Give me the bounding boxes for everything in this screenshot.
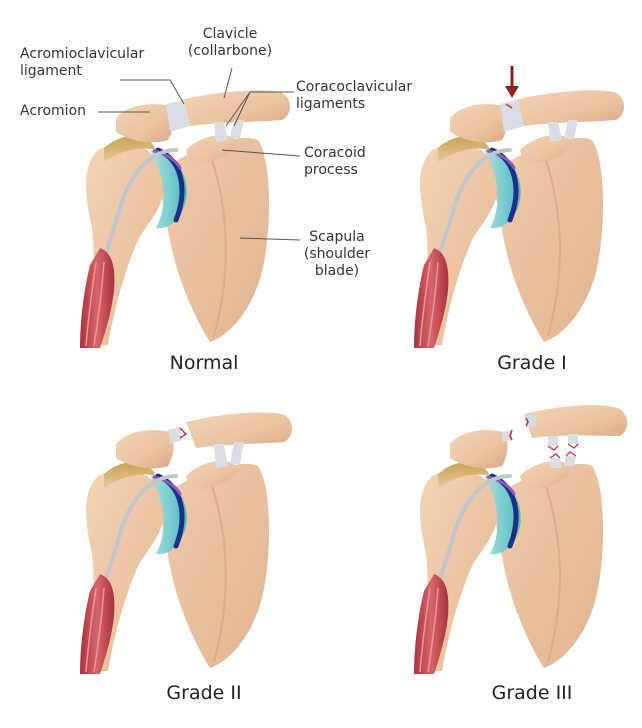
label-coracoclavicular-ligaments: Coracoclavicular ligaments: [296, 79, 413, 112]
caption-grade-1: Grade I: [497, 352, 567, 374]
acromioclavicular-ligament: [166, 100, 190, 132]
coracoclavicular-ligaments: [214, 442, 244, 468]
caption-grade-3: Grade III: [491, 682, 573, 704]
coracoclavicular-ligaments-ruptured: [548, 434, 578, 468]
clavicle: [186, 412, 293, 448]
clavicle: [524, 405, 628, 438]
panel-normal: [80, 90, 291, 348]
leader-ac-ligament: [120, 79, 185, 105]
clavicle: [180, 90, 291, 126]
injury-arrow: [505, 66, 519, 98]
acromioclavicular-ligament-torn: [168, 426, 182, 444]
panel-grade-1: [414, 66, 625, 348]
leader-lines: [98, 67, 301, 241]
leader-clavicle: [223, 67, 233, 99]
leader-coracoid: [221, 149, 301, 157]
acromioclavicular-ligament: [500, 100, 524, 132]
caption-grade-2: Grade II: [166, 682, 242, 704]
label-clavicle: Clavicle (collarbone): [187, 26, 273, 59]
label-scapula: Scapula (shoulder blade): [303, 229, 371, 279]
leader-scapula: [239, 237, 301, 241]
panel-grade-2: [80, 412, 293, 674]
caption-normal: Normal: [169, 352, 239, 374]
label-coracoid-process: Coracoid process: [304, 145, 366, 178]
coracoclavicular-ligaments: [214, 120, 244, 142]
panel-grade-3: [414, 405, 628, 674]
coracoclavicular-ligaments: [548, 120, 578, 142]
clavicle: [514, 90, 625, 126]
leader-cc-ligaments: [225, 91, 294, 127]
label-acromion: Acromion: [20, 103, 87, 119]
label-acromioclavicular-ligament: Acromioclavicular ligament: [20, 46, 145, 79]
